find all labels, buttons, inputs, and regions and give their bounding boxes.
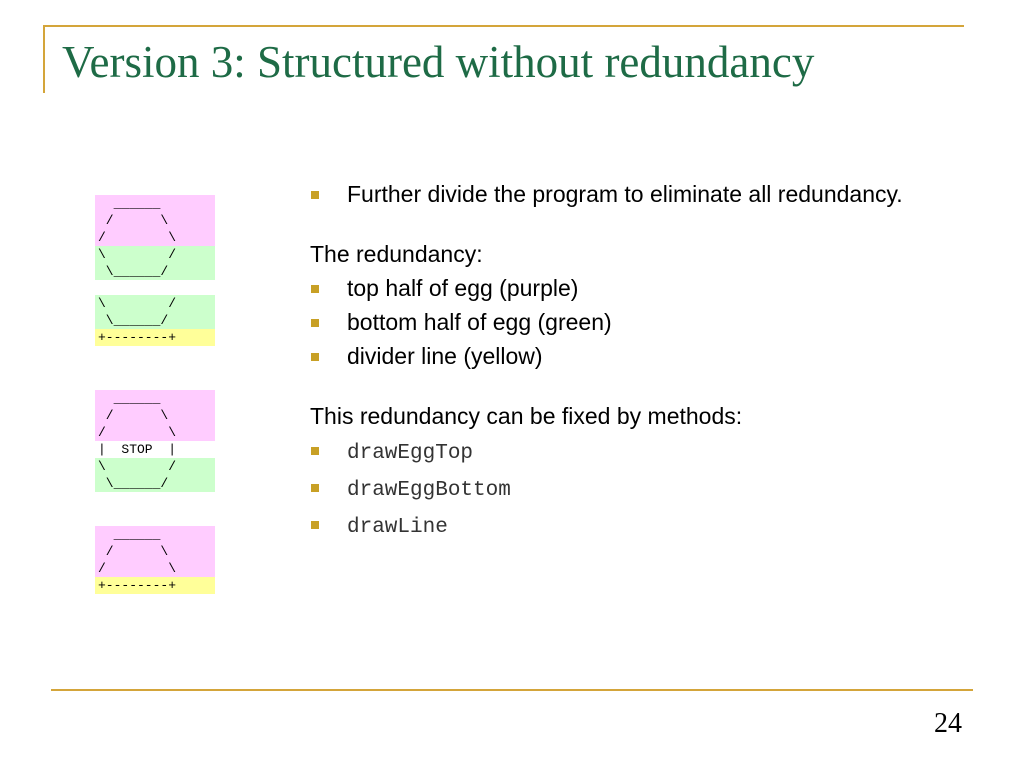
slide-content: Further divide the program to eliminate … (310, 181, 960, 548)
redundancy-heading: The redundancy: (310, 241, 483, 267)
figure-stop-sign: ______ / \ / \ | STOP | \ / \______/ (95, 390, 215, 492)
square-bullet-icon (311, 285, 319, 293)
intro-bullet: Further divide the program to eliminate … (310, 181, 960, 208)
divider-line-segment: +--------+ (95, 329, 215, 346)
square-bullet-icon (311, 447, 319, 455)
method-name: drawLine (347, 516, 448, 539)
square-bullet-icon (311, 484, 319, 492)
square-bullet-icon (311, 319, 319, 327)
egg-bottom-segment: \ / \______/ (95, 458, 215, 492)
egg-top-segment: ______ / \ / \ (95, 526, 215, 577)
title-frame-left (43, 25, 45, 93)
square-bullet-icon (311, 521, 319, 529)
list-item: top half of egg (purple) (310, 275, 960, 302)
egg-top-segment: ______ / \ / \ (95, 390, 215, 441)
method-item: drawLine (310, 511, 960, 541)
egg-bottom-segment: \ / \______/ (95, 295, 215, 329)
method-name: drawEggBottom (347, 479, 511, 502)
egg-bottom-segment: \ / \______/ (95, 246, 215, 280)
method-item: drawEggBottom (310, 474, 960, 504)
method-name: drawEggTop (347, 442, 474, 465)
figure-hat: ______ / \ / \ +--------+ (95, 526, 215, 594)
list-item-text: divider line (yellow) (347, 343, 543, 369)
list-item: divider line (yellow) (310, 343, 960, 370)
list-item-text: top half of egg (purple) (347, 275, 579, 301)
page-number: 24 (934, 708, 962, 739)
figure-teacup: \ / \______/ +--------+ (95, 295, 215, 346)
list-item-text: bottom half of egg (green) (347, 309, 612, 335)
method-item: drawEggTop (310, 437, 960, 467)
intro-bullet-text: Further divide the program to eliminate … (347, 181, 903, 207)
ascii-figures: ______ / \ / \ \ / \______/ \ / \______/… (95, 195, 215, 609)
list-item: bottom half of egg (green) (310, 309, 960, 336)
figure-egg: ______ / \ / \ \ / \______/ (95, 195, 215, 280)
divider-line-segment: +--------+ (95, 577, 215, 594)
stop-segment: | STOP | (95, 441, 215, 458)
title-frame-top (43, 25, 964, 27)
square-bullet-icon (311, 191, 319, 199)
egg-top-segment: ______ / \ / \ (95, 195, 215, 246)
square-bullet-icon (311, 353, 319, 361)
slide-title: Version 3: Structured without redundancy (62, 37, 815, 87)
footer-divider (51, 689, 973, 691)
fix-heading: This redundancy can be fixed by methods: (310, 403, 743, 429)
